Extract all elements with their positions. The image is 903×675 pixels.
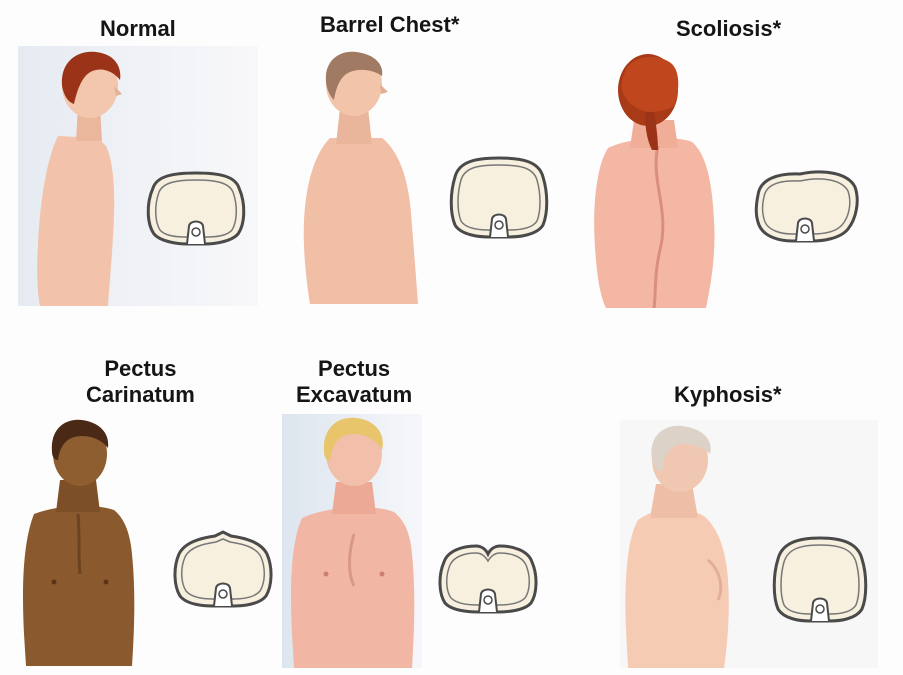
label-kyphosis-line1: Kyphosis* <box>674 382 782 407</box>
cross-section-normal <box>143 170 249 248</box>
label-carinatum-line2: Carinatum <box>86 382 195 408</box>
panel-pectus-excavatum <box>282 414 422 668</box>
cross-section-excavatum <box>436 540 540 616</box>
cross-section-scoliosis-shape <box>752 165 862 245</box>
cross-section-barrel-shape <box>447 155 551 241</box>
cross-section-carinatum-shape <box>171 530 275 610</box>
label-carinatum-line1: Pectus <box>86 356 195 382</box>
label-kyphosis: Kyphosis* <box>674 382 782 408</box>
scoliosis-body <box>594 54 714 308</box>
cross-section-excavatum-shape <box>436 540 540 616</box>
cross-section-kyphosis <box>770 535 870 625</box>
label-scoliosis-line1: Scoliosis* <box>676 16 781 41</box>
label-excavatum-line1: Pectus <box>296 356 412 382</box>
cross-section-kyphosis-shape <box>770 535 870 625</box>
label-scoliosis: Scoliosis* <box>676 16 781 42</box>
cross-section-carinatum <box>171 530 275 610</box>
panel-scoliosis <box>588 50 724 308</box>
scoliosis-illustration <box>588 50 724 308</box>
cross-section-scoliosis <box>752 165 862 245</box>
panel-pectus-carinatum <box>20 414 138 666</box>
barrel-body <box>304 52 418 304</box>
label-pectus-carinatum: Pectus Carinatum <box>86 356 195 408</box>
carinatum-body <box>23 420 134 666</box>
barrel-illustration <box>290 46 440 304</box>
carinatum-illustration <box>20 414 138 666</box>
panel-barrel-chest <box>290 46 440 304</box>
cross-section-normal-shape <box>143 170 249 248</box>
label-pectus-excavatum: Pectus Excavatum <box>296 356 412 408</box>
label-barrel-line1: Barrel Chest* <box>320 12 459 37</box>
cross-section-barrel <box>447 155 551 241</box>
label-barrel-chest: Barrel Chest* <box>320 12 459 38</box>
label-normal: Normal <box>100 16 176 42</box>
label-excavatum-line2: Excavatum <box>296 382 412 408</box>
excavatum-illustration <box>282 414 422 668</box>
label-normal-line1: Normal <box>100 16 176 41</box>
